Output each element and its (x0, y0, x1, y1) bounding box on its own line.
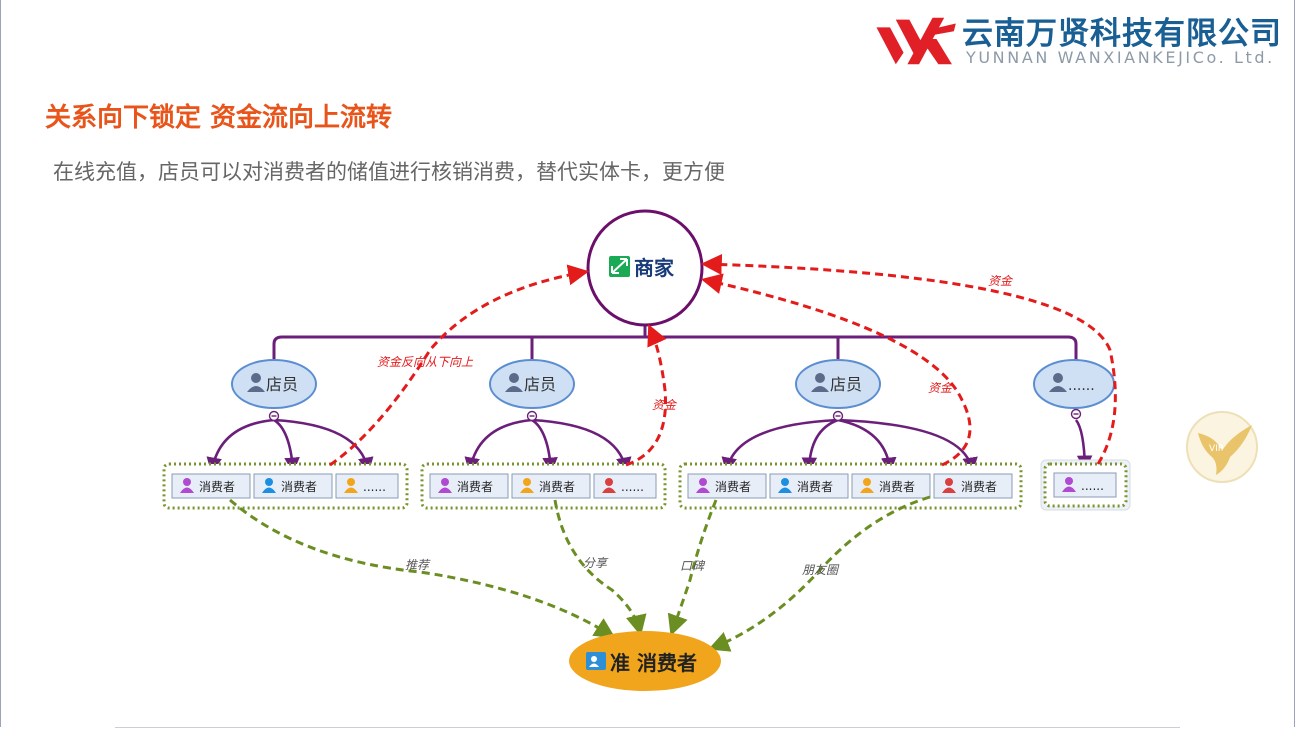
clerk-label: ...... (1068, 378, 1095, 394)
consumer-box: 消费者 (253, 473, 333, 499)
consumer-box: 消费者 (933, 473, 1013, 499)
consumer-label: 消费者 (539, 480, 575, 494)
consumer-label: 消费者 (879, 480, 915, 494)
vip-label: VIP (1209, 444, 1224, 454)
consumer-box: 消费者 (171, 473, 251, 499)
slide-headline: 关系向下锁定 资金流向上流转 (45, 103, 393, 133)
consumer-group: 消费者 消费者 ...... (162, 462, 409, 510)
consumer-label: 消费者 (199, 480, 235, 494)
fund-flow-labels: 资金反向从下向上 资金 资金 资金 (377, 274, 1014, 412)
fund-label: 资金 (928, 381, 954, 395)
person-icon (942, 478, 956, 493)
clerk-node: 店员 (489, 359, 575, 422)
consumer-box: 消费者 (851, 473, 931, 499)
prospect-label: 准 消费者 (610, 651, 697, 675)
person-icon (1049, 373, 1067, 392)
person-icon (262, 478, 276, 493)
consumer-box: ...... (593, 473, 657, 499)
company-name-cn: 云南万贤科技有限公司 (962, 16, 1282, 52)
referral-labels: 推荐 分享 口碑 朋友圈 (405, 556, 840, 577)
clerk-node: 店员 (795, 359, 881, 422)
company-name-en: YUNNAN WANXIANKEJICo. Ltd. (966, 48, 1275, 67)
consumer-group: ...... (1040, 459, 1131, 511)
consumer-box: ...... (335, 473, 399, 499)
clerk-to-consumer-arrows (206, 418, 1093, 474)
referral-arrows (229, 495, 931, 652)
company-logo (876, 17, 956, 65)
merchant-to-clerk-lines (272, 325, 1078, 360)
consumer-label: 消费者 (281, 480, 317, 494)
slide-description: 在线充值，店员可以对消费者的储值进行核销消费，替代实体卡，更方便 (53, 160, 725, 184)
person-icon (344, 478, 358, 493)
person-icon (1062, 477, 1076, 492)
referral-label: 分享 (583, 556, 609, 570)
person-icon (602, 478, 616, 493)
referral-label: 推荐 (405, 558, 431, 572)
person-icon (438, 478, 452, 493)
consumer-group: 消费者 消费者 ...... (420, 462, 667, 510)
person-icon (180, 478, 194, 493)
referral-label: 口碑 (680, 559, 706, 573)
consumer-label: ...... (621, 480, 644, 494)
person-icon (696, 478, 710, 493)
clerk-label: 店员 (524, 375, 556, 394)
person-icon (247, 373, 265, 392)
consumer-label: 消费者 (797, 480, 833, 494)
clerk-node: ...... (1033, 359, 1115, 420)
referral-label: 朋友圈 (802, 563, 840, 577)
fund-flow-arrows (329, 253, 1117, 467)
bottom-rule (115, 727, 1180, 728)
person-icon (811, 373, 829, 392)
consumer-group: 消费者 消费者 消费者 消费者 (678, 462, 1023, 510)
consumer-box: 消费者 (687, 473, 767, 499)
merchant-icon (609, 256, 630, 277)
prospect-consumer-node: 准 消费者 (569, 631, 721, 691)
person-icon (505, 373, 523, 392)
fund-label: 资金 (988, 274, 1014, 288)
consumer-box: 消费者 (769, 473, 849, 499)
consumer-label: ...... (1081, 479, 1104, 493)
consumer-label: ...... (363, 480, 386, 494)
consumer-box: 消费者 (511, 473, 591, 499)
clerk-node: 店员 (231, 359, 317, 422)
person-icon (860, 478, 874, 493)
clerk-label: 店员 (830, 375, 862, 394)
merchant-node: 商家 (586, 209, 704, 327)
merchant-label: 商家 (634, 256, 675, 280)
person-icon (520, 478, 534, 493)
consumer-label: 消费者 (961, 480, 997, 494)
consumer-box: ...... (1053, 472, 1117, 498)
consumer-label: 消费者 (457, 480, 493, 494)
person-icon (778, 478, 792, 493)
fund-label: 资金反向从下向上 (377, 355, 474, 369)
consumer-box: 消费者 (429, 473, 509, 499)
contacts-icon (586, 652, 606, 670)
consumer-label: 消费者 (715, 480, 751, 494)
clerk-label: 店员 (266, 375, 298, 394)
vip-badge-icon: VIP (1186, 411, 1258, 483)
fund-label: 资金 (652, 398, 678, 412)
